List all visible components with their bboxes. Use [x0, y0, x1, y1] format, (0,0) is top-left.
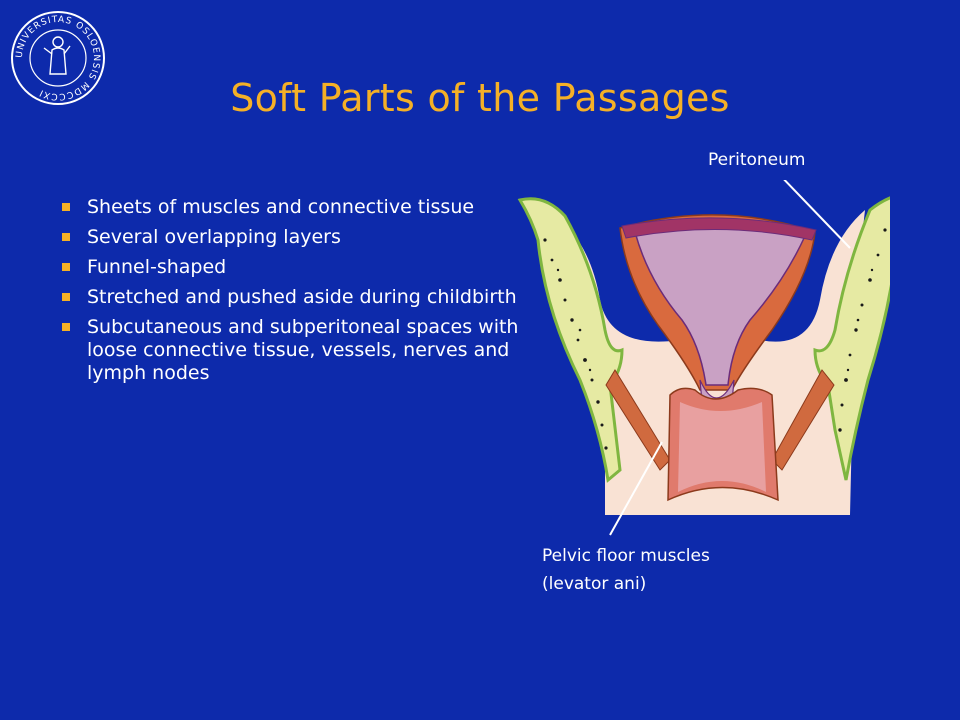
slide-title: Soft Parts of the Passages: [230, 76, 730, 120]
label-pelvic-line2: (levator ani): [542, 574, 647, 594]
bullet-text: Funnel-shaped: [87, 256, 227, 278]
uterus-fundus: [621, 217, 817, 241]
vaginal-lumen: [678, 402, 766, 492]
label-peritoneum: Peritoneum: [708, 150, 806, 170]
bone-speckles: [543, 228, 887, 450]
square-bullet-icon: [62, 293, 70, 301]
bullet-text: Several overlapping layers: [87, 226, 341, 248]
square-bullet-icon: [62, 233, 70, 241]
bullet-text: Stretched and pushed aside during childb…: [87, 286, 517, 308]
bullet-item: Several overlapping layers: [60, 226, 530, 249]
right-levator-ani: [771, 369, 835, 471]
university-seal-logo: UNIVERSITAS OSLOENSIS MDCCCXI: [11, 11, 105, 105]
square-bullet-icon: [62, 323, 70, 331]
bullet-text: Sheets of muscles and connective tissue: [87, 196, 475, 218]
bullet-item: Funnel-shaped: [60, 256, 530, 279]
label-pelvic-line1: Pelvic floor muscles: [542, 546, 710, 566]
bullet-item: Sheets of muscles and connective tissue: [60, 196, 530, 219]
square-bullet-icon: [62, 263, 70, 271]
square-bullet-icon: [62, 203, 70, 211]
pelvic-floor-pointer-line: [609, 441, 663, 536]
bullet-item: Subcutaneous and subperitoneal spaces wi…: [60, 316, 530, 385]
pelvic-anatomy-diagram: [517, 180, 890, 536]
left-levator-ani: [605, 369, 671, 471]
bullet-item: Stretched and pushed aside during childb…: [60, 286, 530, 309]
bullet-text: Subcutaneous and subperitoneal spaces wi…: [87, 316, 519, 384]
bullet-list: Sheets of muscles and connective tissue …: [60, 196, 530, 392]
peritoneum-pointer-line: [783, 180, 851, 249]
label-pelvic-floor-muscles: Pelvic floor muscles (levator ani): [542, 542, 782, 598]
left-pelvic-wall: [517, 197, 624, 483]
